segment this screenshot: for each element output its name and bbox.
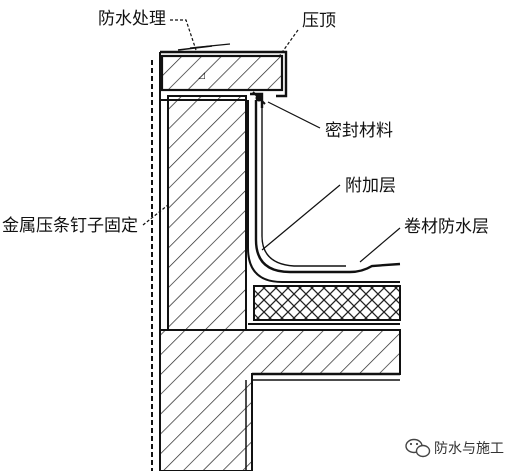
label-membrane-waterproof-layer: 卷材防水层 bbox=[404, 217, 489, 237]
label-waterproof-treatment: 防水处理 bbox=[98, 9, 166, 29]
watermark: 防水与施工 bbox=[405, 438, 504, 458]
label-metal-strip-nail-fix: 金属压条钉子固定 bbox=[2, 216, 138, 236]
coping-cap: ◿ bbox=[159, 43, 288, 101]
watermark-text: 防水与施工 bbox=[434, 441, 504, 457]
insulation-layer bbox=[248, 285, 401, 325]
label-additional-layer: 附加层 bbox=[345, 176, 396, 196]
wechat-logo-icon bbox=[405, 438, 431, 458]
roof-slab bbox=[159, 329, 401, 471]
label-coping: 压顶 bbox=[302, 11, 336, 31]
leader-lines bbox=[142, 19, 401, 263]
label-sealing-material: 密封材料 bbox=[325, 121, 393, 141]
membrane-layers bbox=[247, 91, 401, 283]
svg-text:◿: ◿ bbox=[198, 71, 205, 81]
